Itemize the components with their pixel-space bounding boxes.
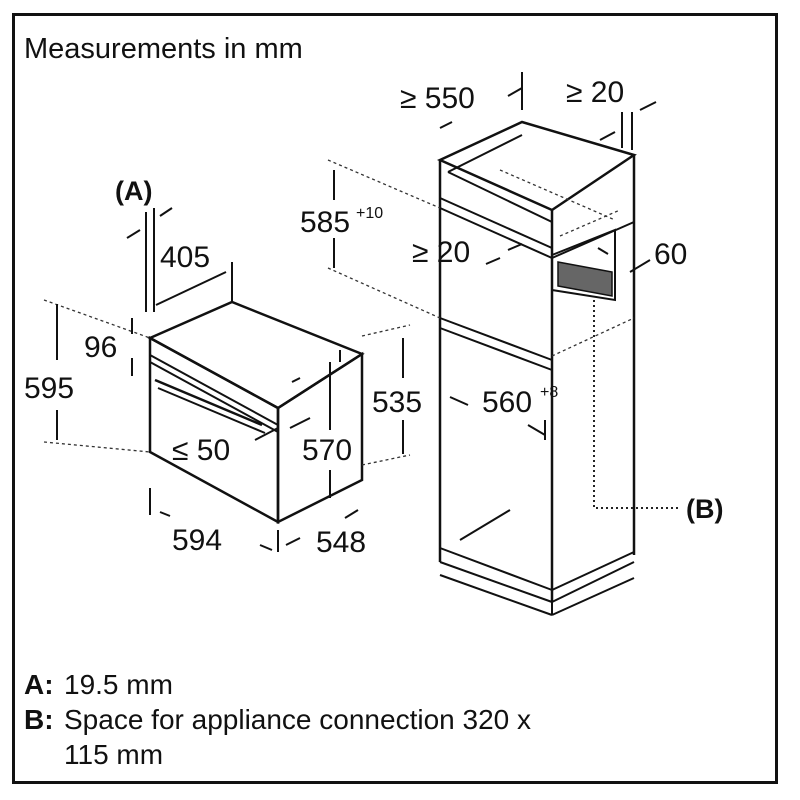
label-570: 570 <box>302 434 352 467</box>
label-548: 548 <box>316 526 366 559</box>
label-ge20-mid: ≥ 20 <box>412 236 470 269</box>
label-585-sup: +10 <box>356 205 383 222</box>
oven-side-face <box>276 351 364 525</box>
oven-drawing <box>147 300 365 525</box>
label-ge20-top: ≥ 20 <box>566 76 624 109</box>
diagram-title: Measurements in mm <box>24 33 303 65</box>
cabinet-drawing <box>436 120 680 616</box>
legend-a-key: A: <box>24 669 54 700</box>
vent-hatching <box>557 261 613 297</box>
label-595: 595 <box>24 372 74 405</box>
label-560-sup: +8 <box>540 384 558 401</box>
diagram-frame <box>12 13 778 784</box>
vent-slot <box>551 228 616 302</box>
oven-dimensions <box>43 207 411 552</box>
legend-b-text: Space for appliance connection 320 x <box>64 704 531 735</box>
label-585: 585 <box>300 206 350 239</box>
label-405: 405 <box>160 241 210 274</box>
cabinet-dimensions <box>327 72 657 440</box>
label-535: 535 <box>372 386 422 419</box>
label-594: 594 <box>172 524 222 557</box>
dimension-labels: (A) 405 96 595 535 ≤ 50 570 594 548 ≥ 55… <box>24 76 723 559</box>
legend-b-text-2: 115 mm <box>64 739 163 770</box>
label-560: 560 <box>482 386 532 419</box>
label-ge550: ≥ 550 <box>400 82 475 115</box>
label-le50: ≤ 50 <box>172 434 230 467</box>
label-96: 96 <box>84 331 117 364</box>
a-marker-label: (A) <box>115 176 152 206</box>
legend: A: 19.5 mm B: Space for appliance connec… <box>24 669 531 770</box>
legend-a-text: 19.5 mm <box>64 669 173 700</box>
label-60: 60 <box>654 238 687 271</box>
b-marker-label: (B) <box>686 494 723 524</box>
legend-b-key: B: <box>24 704 54 735</box>
